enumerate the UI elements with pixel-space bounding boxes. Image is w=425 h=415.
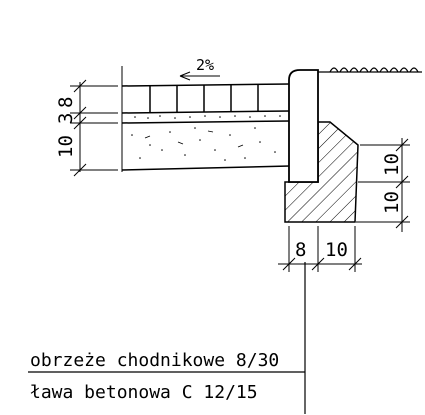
dim-right-upper: 10 <box>381 153 403 176</box>
label-curb: obrzeże chodnikowe 8/30 <box>30 350 279 371</box>
dim-right-lower: 10 <box>381 191 403 214</box>
ground-line <box>318 67 422 73</box>
bottom-dimension <box>278 226 362 272</box>
dim-bottom-curb: 8 <box>295 239 306 261</box>
curb-stone <box>288 69 319 183</box>
label-bench: ława betonowa C 12/15 <box>30 382 258 403</box>
right-dimension <box>356 138 410 232</box>
aggregate-stipple <box>131 115 281 161</box>
dim-left-base: 10 <box>55 135 77 158</box>
slope-label: 2% <box>196 56 214 74</box>
slope-indicator: 2% <box>179 56 220 81</box>
left-dimension <box>70 79 118 177</box>
pavement-layers <box>121 66 291 172</box>
dim-left-paver: 8 <box>55 97 77 108</box>
dim-bottom-bench: 10 <box>325 239 348 261</box>
label-leader <box>28 262 306 414</box>
dim-left-sand: 3 <box>55 113 77 124</box>
